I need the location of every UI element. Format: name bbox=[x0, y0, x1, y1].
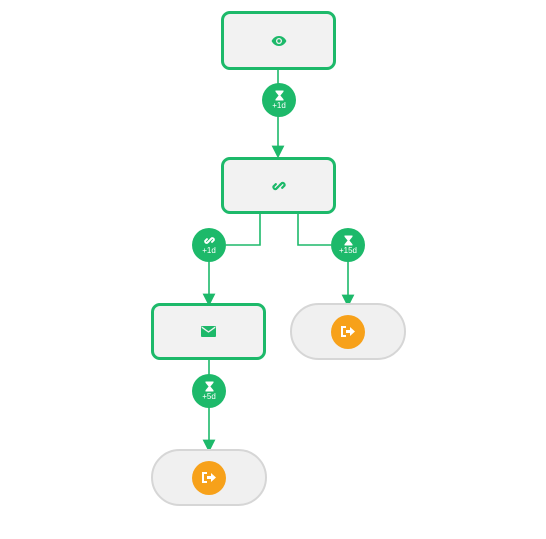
wait-badge-5d[interactable]: +5d bbox=[192, 374, 226, 408]
exit-bottom-node[interactable] bbox=[151, 449, 267, 506]
hourglass-icon bbox=[344, 235, 353, 246]
link-icon bbox=[203, 235, 215, 246]
edge-link-to-right-branch bbox=[297, 214, 331, 246]
link-icon bbox=[271, 179, 286, 193]
edge-link-to-left-branch bbox=[226, 214, 261, 246]
wait-label: +5d bbox=[202, 392, 216, 401]
envelope-icon bbox=[201, 326, 216, 337]
hourglass-icon bbox=[275, 90, 284, 101]
view-step-node[interactable] bbox=[221, 11, 336, 70]
hourglass-icon bbox=[205, 381, 214, 392]
exit-icon bbox=[192, 460, 226, 495]
wait-badge-1d[interactable]: +1d bbox=[262, 83, 296, 117]
wait-label: +1d bbox=[272, 101, 286, 110]
wait-label: +15d bbox=[338, 246, 358, 255]
exit-right-node[interactable] bbox=[290, 303, 406, 360]
wait-badge-15d[interactable]: +15d bbox=[331, 228, 365, 262]
link-badge-1d[interactable]: +1d bbox=[192, 228, 226, 262]
eye-icon bbox=[271, 35, 287, 47]
email-step-node[interactable] bbox=[151, 303, 266, 360]
exit-icon bbox=[331, 314, 365, 349]
link-wait-label: +1d bbox=[202, 246, 216, 255]
link-click-step-node[interactable] bbox=[221, 157, 336, 214]
